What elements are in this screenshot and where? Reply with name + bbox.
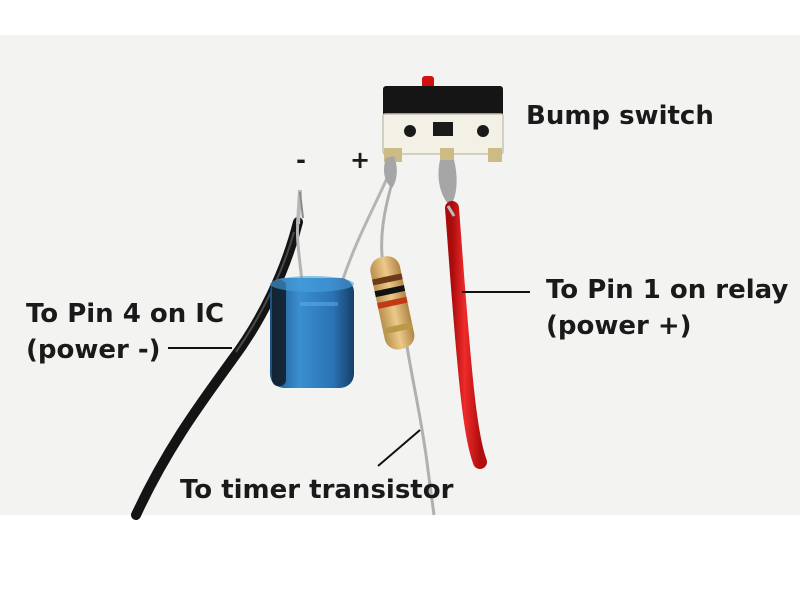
capacitor (270, 276, 354, 388)
bump-switch-label: Bump switch (526, 101, 714, 131)
resistor (370, 256, 415, 350)
positive-polarity-label: + (350, 146, 371, 174)
pin1-label-line1: To Pin 1 on relay (546, 275, 789, 305)
negative-polarity-label: - (296, 146, 306, 174)
capacitor-lead-positive (340, 175, 390, 283)
pin4-label-line1: To Pin 4 on IC (26, 299, 225, 329)
red-wire (445, 201, 487, 469)
microswitch (382, 76, 504, 162)
timer-leader-line (377, 429, 421, 467)
solder-joint-left (384, 156, 397, 188)
black-wire (131, 217, 303, 520)
pin4-label-line2: (power -) (26, 335, 161, 365)
solder-joint-right (438, 160, 457, 206)
timer-transistor-label: To timer transistor (180, 475, 454, 505)
pin1-label-line2: (power +) (546, 311, 692, 341)
